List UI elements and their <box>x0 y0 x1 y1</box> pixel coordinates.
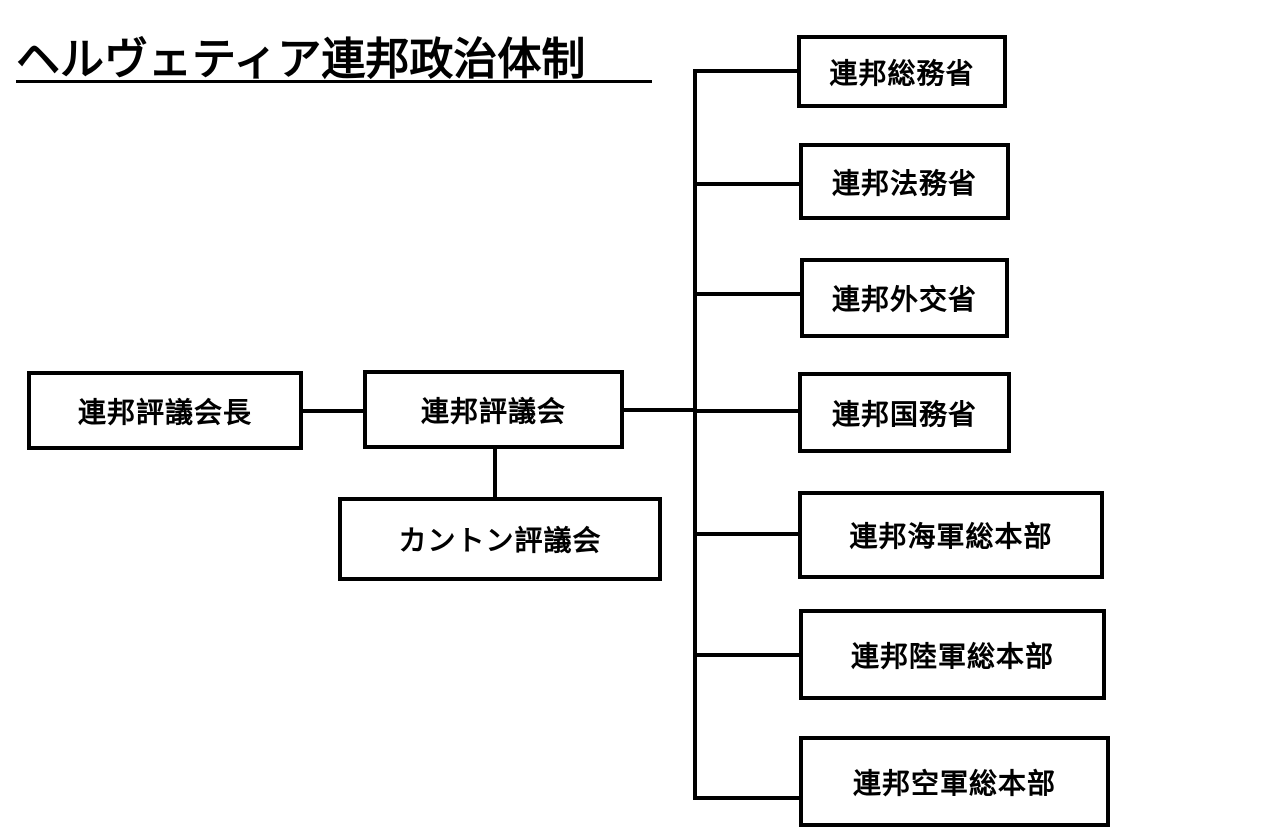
node-ministry-label: 連邦国務省 <box>831 397 977 431</box>
connector-branch-5 <box>693 532 803 536</box>
connector-branch-2 <box>693 182 803 186</box>
node-army-headquarters: 連邦陸軍総本部 <box>799 609 1106 700</box>
node-ministry-label: 連邦空軍総本部 <box>852 766 1056 800</box>
node-canton-council-label: カントン評議会 <box>398 524 602 557</box>
node-federal-council-label: 連邦評議会 <box>420 394 566 428</box>
node-canton-council: カントン評議会 <box>338 497 662 581</box>
connector-branch-3 <box>693 292 803 296</box>
node-navy-headquarters: 連邦海軍総本部 <box>798 491 1104 579</box>
node-ministry-state-affairs: 連邦国務省 <box>798 372 1011 453</box>
connector-vertical-trunk <box>693 69 697 800</box>
node-ministry-foreign-affairs: 連邦外交省 <box>800 258 1009 338</box>
connector-president-council <box>300 409 366 413</box>
node-ministry-label: 連邦法務省 <box>831 166 977 200</box>
connector-council-canton <box>493 446 497 500</box>
title-underline <box>16 80 652 83</box>
node-ministry-label: 連邦総務省 <box>829 56 975 90</box>
node-ministry-justice: 連邦法務省 <box>799 143 1010 220</box>
node-ministry-general-affairs: 連邦総務省 <box>797 35 1007 108</box>
connector-branch-4 <box>693 409 803 413</box>
node-council-president: 連邦評議会長 <box>27 371 303 450</box>
node-ministry-label: 連邦陸軍総本部 <box>850 639 1054 673</box>
connector-branch-6 <box>693 653 803 657</box>
connector-council-trunk <box>620 408 696 412</box>
connector-branch-1 <box>693 69 801 73</box>
node-federal-council: 連邦評議会 <box>363 370 624 449</box>
connector-branch-7 <box>693 796 803 800</box>
diagram-title: ヘルヴェティア連邦政治体制 <box>16 34 586 85</box>
node-ministry-label: 連邦外交省 <box>831 283 977 316</box>
node-council-president-label: 連邦評議会長 <box>77 395 252 429</box>
node-air-force-headquarters: 連邦空軍総本部 <box>799 736 1110 827</box>
node-ministry-label: 連邦海軍総本部 <box>849 520 1053 553</box>
